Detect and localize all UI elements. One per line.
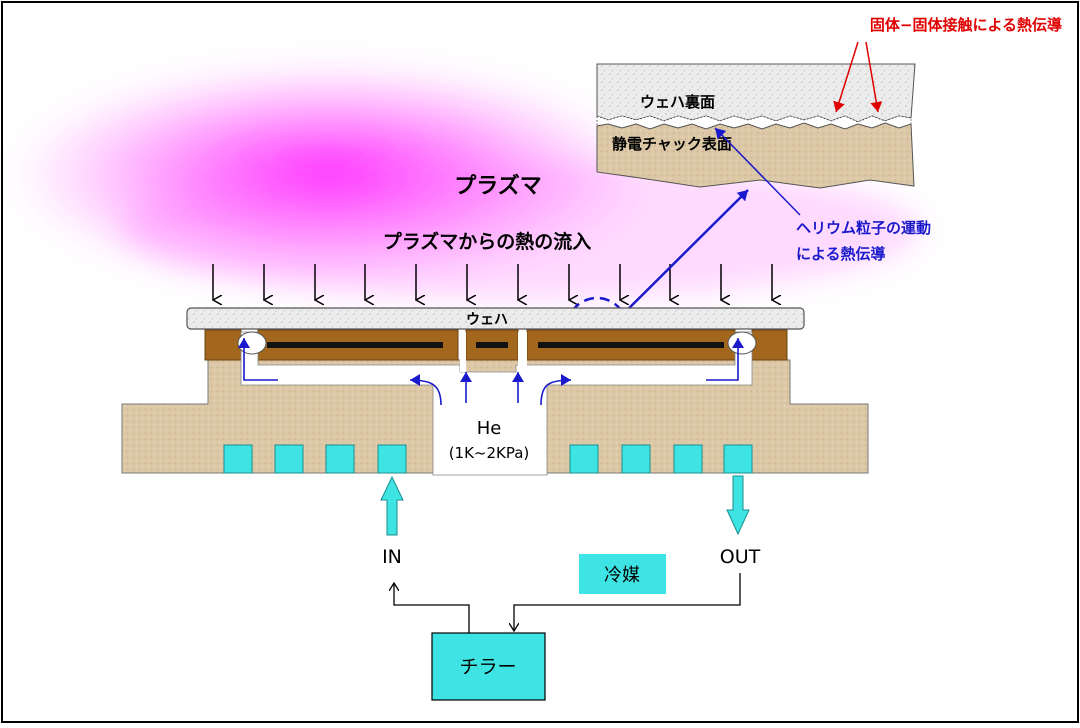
heat-inflow-label: プラズマからの熱の流入 xyxy=(383,230,592,253)
coolant-piping xyxy=(394,573,741,633)
coolant-label-box xyxy=(579,554,666,594)
helium-flow-arrows xyxy=(238,338,744,406)
solid-contact-arrows xyxy=(833,41,883,113)
helium-conduction-label-line2: による熱伝導 xyxy=(796,245,886,263)
helium-conduction-pointer xyxy=(714,127,801,216)
wafer-label: ウェハ xyxy=(466,312,508,328)
coolant-channels xyxy=(223,444,753,474)
he-pressure-label: (1K~2KPa) xyxy=(449,444,530,462)
plasma-cloud xyxy=(10,60,920,300)
coolant-out-arrow xyxy=(726,475,750,536)
electrodes xyxy=(267,342,724,348)
inset-chuck-surface-label: 静電チャック表面 xyxy=(612,135,732,153)
in-label: IN xyxy=(382,546,402,568)
chiller-label: チラー xyxy=(459,656,516,678)
coolant-in-arrow xyxy=(380,475,404,536)
out-label: OUT xyxy=(720,546,761,568)
chiller-box xyxy=(431,632,546,701)
inset-wafer-back-label: ウェハ裏面 xyxy=(640,93,715,111)
coolant-label: 冷媒 xyxy=(604,565,640,586)
plasma-label: プラズマ xyxy=(454,173,542,199)
helium-conduction-label-line1: ヘリウム粒子の運動 xyxy=(796,219,931,237)
solid-contact-label: 固体−固体接触による熱伝導 xyxy=(870,16,1062,34)
he-label: He xyxy=(477,418,502,439)
helium-gas-channels xyxy=(240,331,753,476)
wafer xyxy=(186,307,805,330)
heat-inflow-arrows xyxy=(213,264,772,300)
